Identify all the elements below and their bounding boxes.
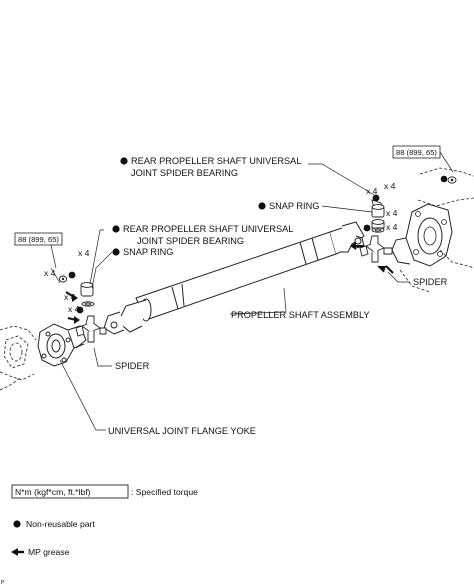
legend-torque-desc: : Specified torque [131, 487, 198, 497]
qty-left-snap-ring: x 4 [64, 292, 76, 302]
torque-spec-right: 88 (899, 65) [392, 145, 454, 173]
non-reusable-dot-rear-bearing-left [112, 225, 120, 233]
spider-right [359, 235, 393, 273]
grease-arrow-left-spider [67, 316, 80, 324]
label-rear-bearing-top-1: REAR PROPELLER SHAFT UNIVERSAL [131, 156, 301, 166]
label-spider-right: SPIDER [413, 277, 448, 287]
qty-left-bearing: x 4 [78, 248, 90, 258]
torque-value-left: 88 (899, 65) [18, 235, 59, 244]
spider-left [75, 315, 107, 343]
legend-torque-box [11, 484, 129, 499]
legend: N*m (kgf*cm, ft.*lbf) : Specified torque… [11, 484, 198, 557]
label-snap-ring-right: SNAP RING [269, 201, 319, 211]
spider-bearing-right [363, 194, 385, 233]
legend-grease-text: MP grease [28, 547, 70, 557]
qty-right-bearing: x 4 [384, 181, 396, 191]
grease-arrow-right-spider [378, 265, 394, 274]
qty-right-snap-ring: x 4 [386, 208, 398, 218]
legend-non-reusable-text: Non-reusable part [26, 519, 95, 529]
qty-right-spider: x 4 [386, 222, 398, 232]
spider-bearing-left [76, 282, 95, 314]
label-rear-bearing-top-2: JOINT SPIDER BEARING [131, 168, 238, 178]
bolt-right [440, 175, 457, 184]
legend-non-reusable-dot [13, 520, 21, 528]
label-spider-left: SPIDER [115, 361, 150, 371]
torque-spec-left: 88 (899, 65) [14, 232, 63, 284]
transmission-flange-dashed [0, 325, 37, 391]
non-reusable-dot-rear-bearing-top [120, 157, 128, 165]
qty-right-bolt: x 4 [366, 186, 378, 196]
leader-lines [59, 163, 410, 431]
rear-differential-flange [391, 167, 474, 293]
non-reusable-dot-snap-ring-left [112, 248, 120, 256]
non-reusable-dot-snap-ring-right [258, 202, 266, 210]
qty-left-bolt: x 4 [44, 268, 56, 278]
qty-left-spider: x 4 [68, 304, 80, 314]
label-universal-joint-flange-yoke: UNIVERSAL JOINT FLANGE YOKE [108, 426, 256, 436]
label-rear-bearing-left-1: REAR PROPELLER SHAFT UNIVERSAL [123, 224, 293, 234]
torque-value-right: 88 (899, 65) [396, 148, 437, 157]
legend-grease-arrow-icon [11, 548, 24, 556]
grease-arrow-shaft-right [350, 242, 364, 250]
label-snap-ring-left: SNAP RING [123, 247, 173, 257]
label-propeller-shaft-assembly: PROPELLER SHAFT ASSEMBLY [231, 310, 370, 320]
grease-arrow-left-bearing [65, 291, 78, 302]
universal-joint-flange-yoke [37, 323, 87, 367]
legend-torque-box-text: N*m (kgf*cm, ft.*lbf) [15, 487, 91, 497]
label-rear-bearing-left-2: JOINT SPIDER BEARING [137, 236, 244, 246]
corner-mark: P [1, 580, 5, 586]
bolt-left [58, 271, 76, 283]
